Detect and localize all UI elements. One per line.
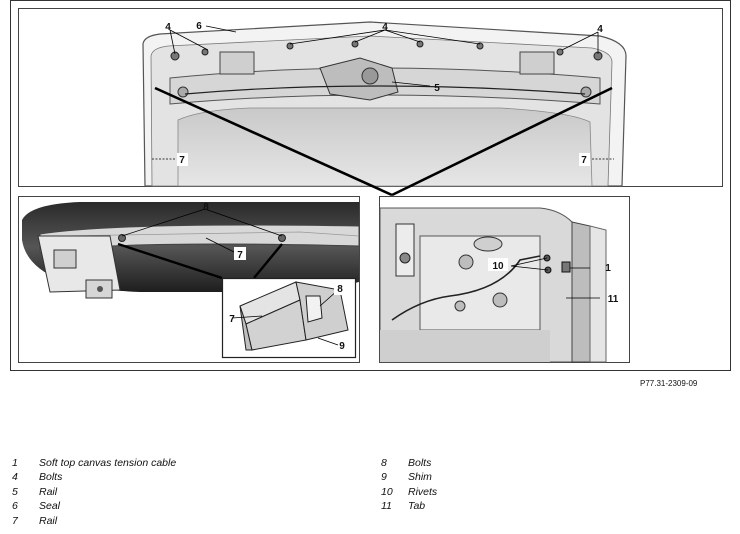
callout-11: 11 [608,294,619,305]
callout-7-inset: 7 [229,314,235,325]
top-view-panel: 4 6 4 4 5 7 7 [18,8,723,197]
callout-1: 1 [605,263,611,274]
callout-9-inset: 9 [339,341,345,352]
callout-5: 5 [434,83,440,94]
callout-10: 10 [492,261,504,272]
outer-frame [10,0,731,371]
inset-detail: 7 8 9 [221,277,357,359]
bottom-right-panel: 10 1 11 [379,196,630,363]
callout-8-inset: 8 [337,284,343,295]
bottom-left-panel: 8 7 7 8 9 [18,196,360,363]
callout-8-left: 8 [203,202,209,213]
callout-7-top-left: 7 [179,155,185,166]
callout-4-top-center: 4 [382,22,388,33]
figure-id: P77.31-2309-09 [640,379,698,388]
callout-7-top-right: 7 [581,155,587,166]
callout-4-top-left: 4 [165,22,171,33]
callout-6: 6 [196,21,202,32]
callout-4-top-right: 4 [597,24,603,35]
callout-7-left: 7 [237,250,243,261]
